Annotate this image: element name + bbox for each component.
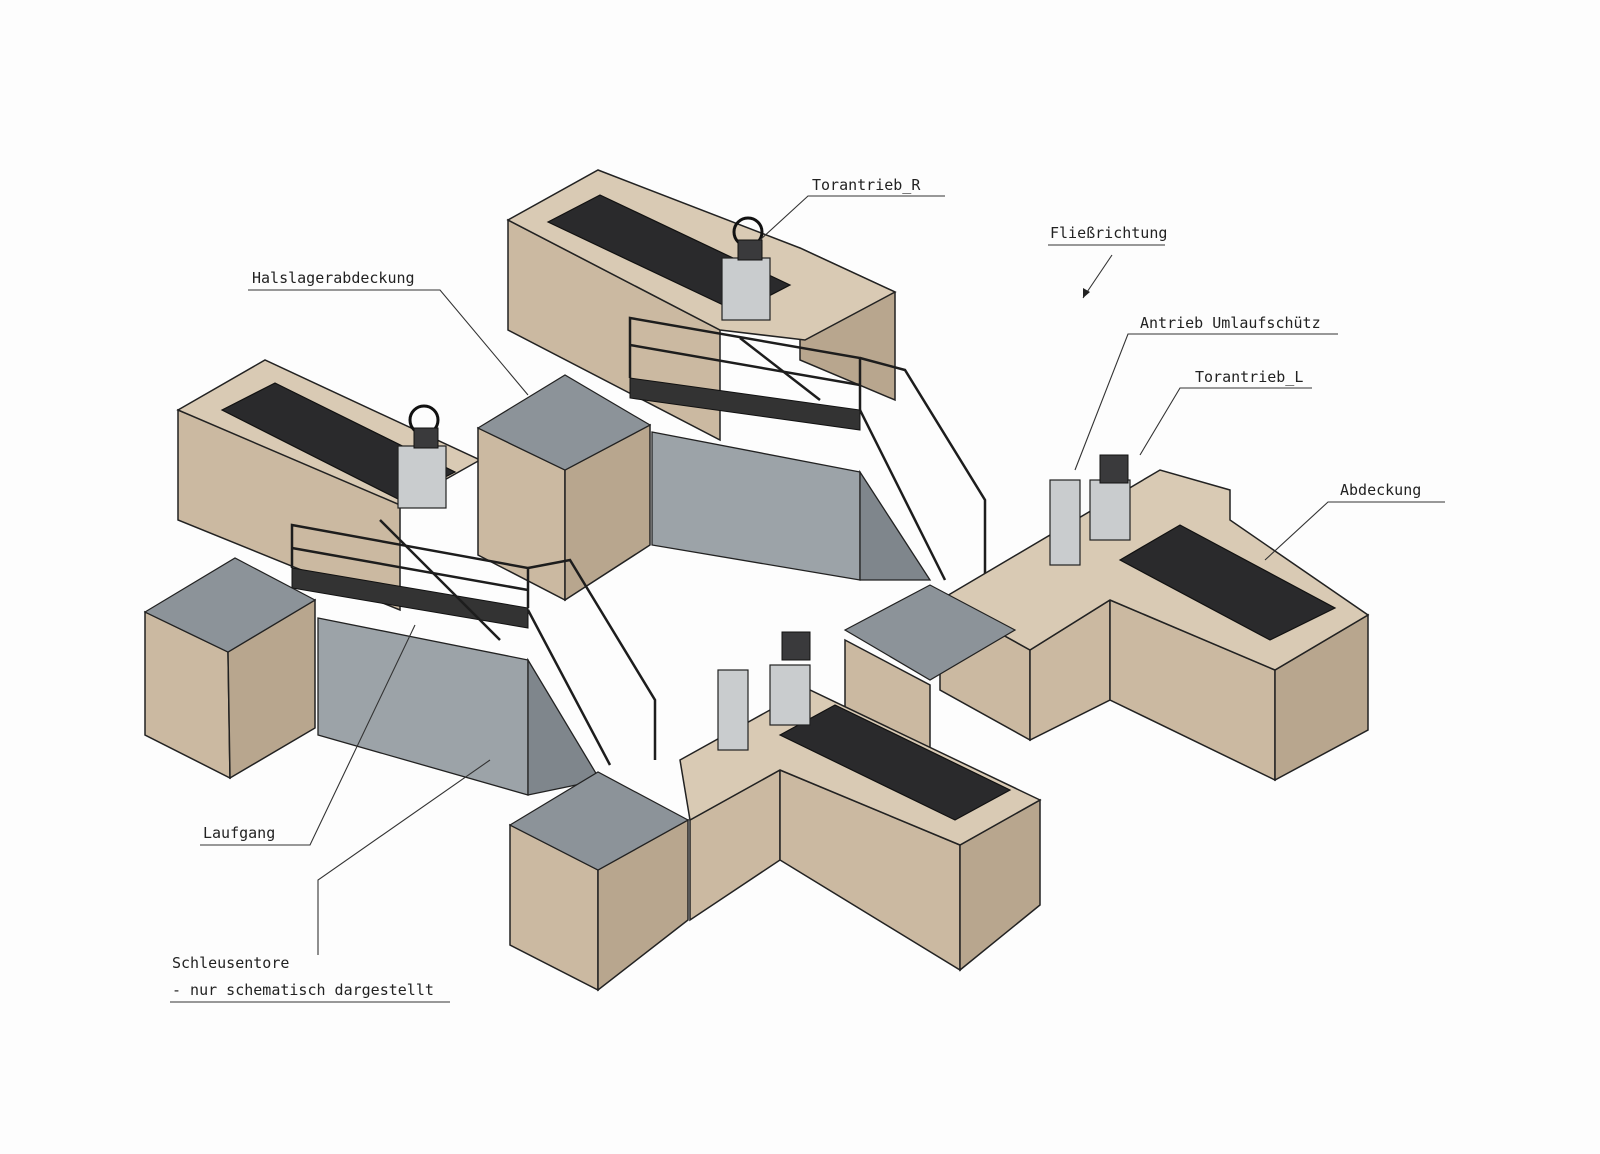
antrieb-umlaufschuetz-unit: [1049, 479, 1081, 566]
svg-text:Torantrieb_L: Torantrieb_L: [1195, 368, 1303, 386]
halslager-block-center: [476, 374, 652, 602]
halslager-block-left: [143, 557, 317, 780]
label-halslagerabdeckung: Halslagerabdeckung: [248, 269, 529, 396]
lock-gate-left: [317, 617, 529, 796]
walkway-upper: [628, 316, 987, 581]
lock-gate-upper: [651, 431, 861, 581]
label-torantrieb-r: Torantrieb_R: [759, 176, 945, 241]
torantrieb-left-unit: [397, 404, 447, 509]
torantrieb-r-unit: [721, 216, 771, 321]
svg-text:Torantrieb_R: Torantrieb_R: [812, 176, 921, 194]
label-antrieb-umlaufschuetz: Antrieb Umlaufschütz: [1074, 314, 1338, 471]
label-schleusentore: Schleusentore - nur schematisch dargeste…: [170, 759, 491, 1003]
cover-dark-bottom: [778, 704, 1012, 821]
svg-text:Halslagerabdeckung: Halslagerabdeckung: [252, 269, 415, 287]
pier-bottom: [679, 631, 1042, 972]
svg-text:Laufgang: Laufgang: [203, 824, 275, 842]
svg-text:Abdeckung: Abdeckung: [1340, 481, 1421, 499]
label-fliessrichtung: Fließrichtung: [1048, 224, 1167, 299]
pier-right: [938, 454, 1370, 782]
label-abdeckung: Abdeckung: [1264, 481, 1445, 561]
torantrieb-l-unit: [1089, 479, 1131, 541]
svg-text:Schleusentore: Schleusentore: [172, 954, 289, 972]
lock-gate-left-side: [527, 657, 602, 796]
cover-dark-right: [1118, 524, 1337, 641]
lock-gate-upper-side: [859, 469, 932, 581]
svg-text:- nur schematisch dargestellt: - nur schematisch dargestellt: [172, 981, 434, 999]
svg-text:Fließrichtung: Fließrichtung: [1050, 224, 1167, 242]
cover-dark-left: [220, 382, 457, 501]
svg-text:Antrieb Umlaufschütz: Antrieb Umlaufschütz: [1140, 314, 1321, 332]
halslager-block-bottom: [508, 771, 690, 992]
label-torantrieb-l: Torantrieb_L: [1139, 368, 1312, 456]
label-laufgang: Laufgang: [200, 624, 416, 846]
walkway-left: [290, 519, 657, 766]
